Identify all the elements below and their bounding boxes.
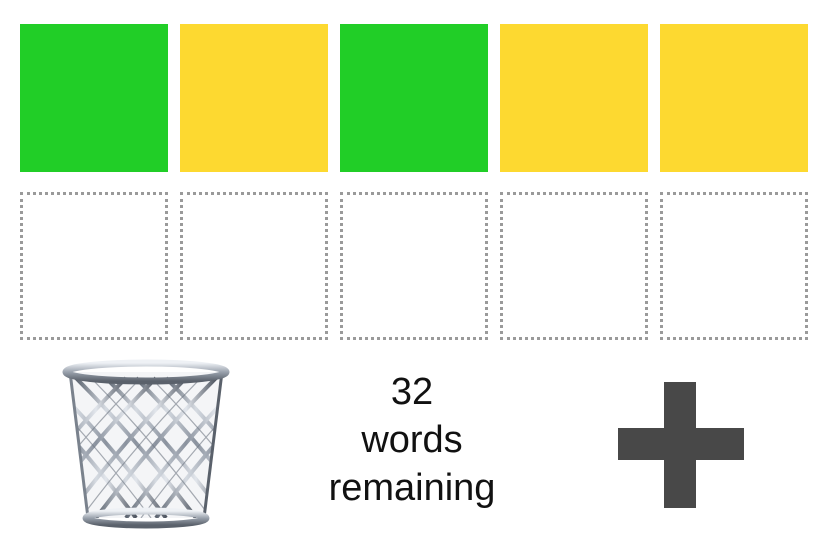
input-row[interactable] [20,192,808,340]
words-remaining-label-words: words [361,419,463,461]
words-remaining-counter: 32 words remaining [292,368,532,512]
guess-tile-3 [340,24,488,172]
guess-tile-5 [660,24,808,172]
plus-icon-vertical-bar [664,382,696,508]
guess-tile-4 [500,24,648,172]
input-tile-2[interactable] [180,192,328,340]
input-tile-3[interactable] [340,192,488,340]
input-tile-1[interactable] [20,192,168,340]
words-remaining-count: 32 [390,371,434,413]
guess-tile-1 [20,24,168,172]
trash-button[interactable] [56,358,236,534]
input-tile-5[interactable] [660,192,808,340]
bottom-bar: 32 words remaining [0,358,828,534]
input-tile-4[interactable] [500,192,648,340]
add-button[interactable] [614,378,748,512]
wastebasket-icon [62,359,230,529]
words-remaining-label-remaining: remaining [328,467,496,509]
guess-row [20,24,808,172]
guess-tile-2 [180,24,328,172]
